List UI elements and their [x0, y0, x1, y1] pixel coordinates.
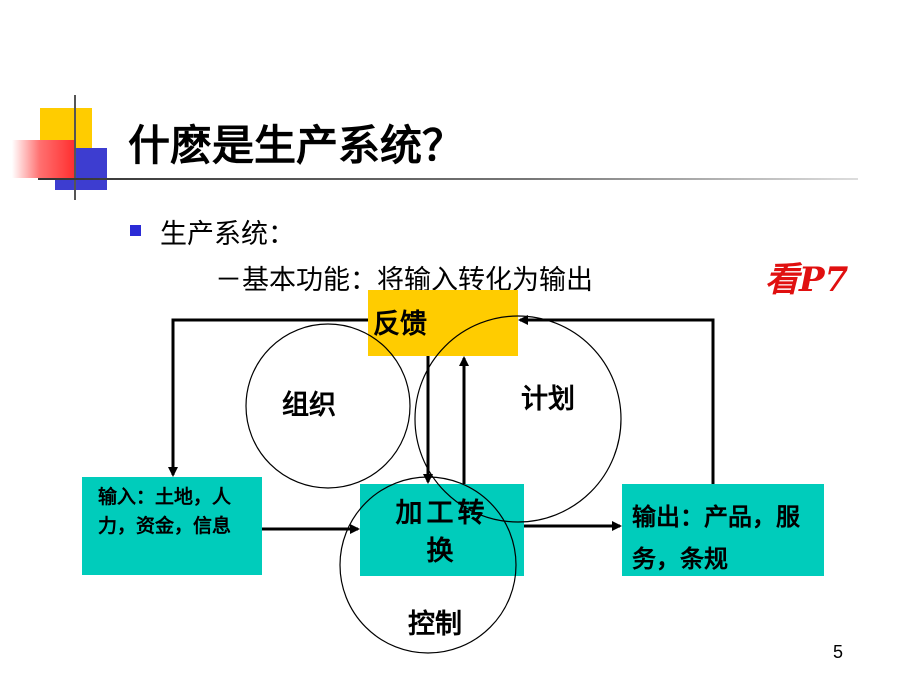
process-box-label: 加工转换 — [395, 498, 489, 567]
output-box — [622, 484, 824, 576]
plan-circle — [414, 315, 622, 523]
input-box — [82, 477, 262, 575]
process-box — [360, 484, 524, 576]
output-to-feedback-arrow — [518, 315, 715, 484]
feedback-label: 反馈 — [373, 309, 427, 340]
page-number: 5 — [833, 642, 844, 662]
input-box-label: 输入：土地，人力，资金，信息 — [98, 486, 232, 537]
plan-label: 计划 — [521, 384, 575, 415]
output-box-label: 输出：产品，服务，条规 — [632, 503, 800, 573]
feedback-to-input-arrow — [168, 318, 368, 477]
page-reference-note: 看P7 — [765, 260, 849, 300]
decor-vline — [74, 95, 76, 200]
title-underline — [38, 178, 858, 180]
organize-circle — [245, 323, 411, 489]
feedback-box — [368, 290, 518, 356]
decor-square-red — [12, 140, 74, 178]
organize-label: 组织 — [282, 390, 336, 421]
bullet-square-icon — [130, 225, 141, 236]
bullet-level1: 生产系统： — [160, 219, 295, 250]
control-label: 控制 — [408, 609, 462, 640]
page-title: 什麽是生产系统？ — [128, 121, 465, 170]
